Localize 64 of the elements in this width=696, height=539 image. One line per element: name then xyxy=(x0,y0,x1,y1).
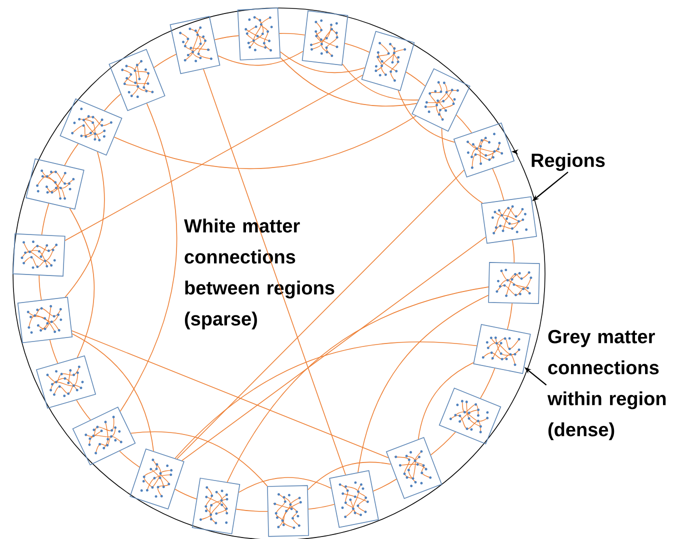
connection-line xyxy=(64,143,79,166)
region-box xyxy=(438,388,502,444)
connection-line xyxy=(38,275,42,300)
connection-line xyxy=(238,477,332,493)
connection-line xyxy=(182,236,486,461)
connection-line xyxy=(342,64,419,100)
connection-line xyxy=(236,508,268,512)
connection-line xyxy=(72,333,154,452)
region-box xyxy=(12,233,66,277)
connection-line xyxy=(406,72,426,86)
connection-line xyxy=(344,42,370,53)
connection-line xyxy=(280,58,418,106)
connection-line xyxy=(430,432,456,456)
connection-line xyxy=(456,114,472,134)
region-box xyxy=(237,8,281,60)
region-box xyxy=(329,470,379,528)
connection-line xyxy=(372,478,397,492)
region-box xyxy=(26,158,84,210)
connection-line xyxy=(226,286,489,482)
connection-line xyxy=(398,90,455,143)
connection-line xyxy=(130,431,268,486)
region-box xyxy=(412,68,470,132)
callout-text: Grey matter connections within region (dense) xyxy=(547,330,666,440)
connection-line xyxy=(358,294,489,473)
region-box xyxy=(170,16,220,74)
connection-line xyxy=(441,128,483,204)
connection-line xyxy=(492,168,504,201)
region-box xyxy=(192,478,240,534)
connection-line xyxy=(64,74,364,241)
connection-line xyxy=(418,362,474,440)
region-box xyxy=(108,48,166,112)
region-box xyxy=(17,296,73,344)
callout-text: Regions xyxy=(532,153,605,171)
connection-line xyxy=(480,368,496,399)
connection-line xyxy=(114,116,416,170)
connection-line xyxy=(279,32,306,36)
connection-line xyxy=(176,170,464,460)
connection-line xyxy=(218,50,304,66)
connection-line xyxy=(308,462,392,490)
connection-line xyxy=(41,203,50,236)
region-box xyxy=(488,262,540,304)
connection-line xyxy=(69,208,94,358)
connection-line xyxy=(174,488,197,500)
region-box xyxy=(473,324,531,374)
connection-line xyxy=(203,68,346,476)
connection-line xyxy=(76,400,91,420)
connection-line xyxy=(214,35,240,40)
connection-line xyxy=(308,504,335,510)
region-box xyxy=(267,485,309,537)
connection-line xyxy=(71,330,389,458)
connection-line xyxy=(154,54,177,68)
connection-line xyxy=(174,341,478,459)
connection-line xyxy=(280,51,366,74)
region-box xyxy=(481,196,537,244)
connection-line xyxy=(119,450,140,468)
connection-line xyxy=(49,340,58,364)
connection-line xyxy=(512,240,515,263)
connection-line xyxy=(507,302,513,330)
connection-line xyxy=(104,94,122,111)
connection-line xyxy=(64,151,105,298)
connection-line xyxy=(120,103,178,412)
region-box xyxy=(60,98,122,156)
region-box xyxy=(72,406,136,466)
region-box xyxy=(302,10,348,66)
